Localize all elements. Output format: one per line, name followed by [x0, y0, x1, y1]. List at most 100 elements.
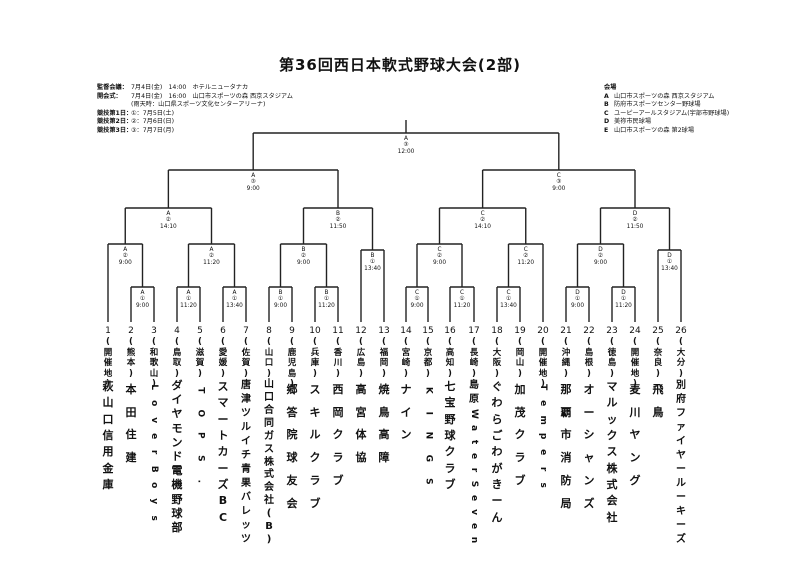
team-entry: 11(香川)西岡クラブ: [327, 325, 349, 493]
schedule-row: (雨天時：山口県スポーツ文化センターアリーナ): [97, 101, 293, 110]
team-name: 萩山口信用金庫: [102, 380, 114, 491]
match-node-time: 14:10: [474, 223, 491, 230]
team-number: 22: [583, 326, 595, 336]
team-prefecture: (鳥取): [172, 337, 182, 379]
match-node-venue: D: [632, 211, 638, 217]
match-node-time: 9:00: [273, 302, 288, 309]
match-node-time: 14:10: [160, 223, 177, 230]
match-node-time: 9:00: [118, 259, 132, 266]
team-entry: 7(佐賀)唐津ツルイチ青果バレッツ: [235, 325, 257, 547]
match-node-day: ②: [335, 217, 341, 224]
venue-name: ユーピーアールスタジアム(宇部市野球場): [614, 109, 730, 117]
match-node-venue: D: [598, 247, 603, 253]
match-node-time: 11:20: [517, 259, 535, 266]
match-node-day: ①: [185, 296, 192, 303]
team-name: ナイン: [400, 383, 412, 442]
schedule-text: ③：7月7日(月): [131, 126, 174, 134]
team-prefecture: (徳島): [607, 337, 617, 379]
match-node-day: ①: [323, 296, 330, 303]
schedule-text: (雨天時：山口県スポーツ文化センターアリーナ): [131, 101, 266, 109]
team-entry: 22(島根)オーシャンズ: [578, 325, 600, 515]
team-number: 1: [105, 326, 111, 336]
match-node-venue: B: [336, 211, 340, 217]
schedule-label: 競技第2日：: [97, 118, 133, 126]
team-entry: 21(沖縄) 那覇市消防局: [555, 325, 577, 515]
match-node-venue: D: [575, 290, 580, 296]
match-node-time: 13:40: [661, 265, 678, 272]
team-name: 山口合同ガス株式会社(B): [264, 379, 274, 546]
team-entry: 26(大分)別府ファイヤールーキーズ: [670, 325, 692, 547]
venue-code: B: [604, 101, 609, 109]
team-prefecture: (奈良): [653, 337, 663, 379]
match-node-time: 9:00: [432, 259, 447, 266]
team-prefecture: (島根): [584, 337, 594, 379]
match-node-day: ②: [632, 217, 638, 224]
match-node-venue: C: [480, 211, 485, 217]
team-number: 2: [128, 326, 134, 336]
match-node-time: 9:00: [135, 302, 150, 309]
team-prefecture: (開催地): [103, 337, 113, 389]
team-prefecture: (広島): [356, 337, 366, 379]
team-number: 3: [151, 326, 157, 336]
team-number: 20: [537, 326, 549, 336]
venue-list-title: 会場: [604, 84, 617, 91]
team-name: 唐津ツルイチ青果バレッツ: [241, 380, 251, 545]
team-prefecture: (京都): [423, 337, 433, 379]
team-number: 18: [491, 326, 503, 336]
match-node-venue: B: [301, 247, 306, 253]
match-node-day: ②: [523, 253, 529, 260]
team-prefecture: (大阪): [492, 337, 502, 379]
team-entry: 18(大阪)ぐわらごわがきーん: [486, 325, 508, 526]
match-node-day: ①: [459, 296, 465, 303]
schedule-text: 7月4日(金) 14:00 ホテルニュータナカ: [131, 84, 249, 91]
match-node-venue: A: [123, 247, 128, 253]
schedule-row: 競技第1日：①：7月5日(土): [97, 110, 293, 119]
team-number: 13: [378, 326, 390, 336]
match-node-venue: A: [232, 290, 237, 296]
team-name: 麦川ヤング: [629, 383, 641, 487]
match-node-time: 11:20: [453, 302, 471, 309]
team-prefecture: (沖縄): [561, 337, 571, 379]
team-prefecture: (兵庫): [310, 337, 320, 379]
venue-name: 山口市スポーツの森 第2球場: [614, 126, 695, 134]
team-number: 21: [560, 326, 572, 336]
schedule-row: 監督会議：7月4日(金) 14:00 ホテルニュータナカ: [97, 84, 293, 93]
team-number: 16: [444, 326, 456, 336]
match-node-time: 11:20: [615, 302, 632, 309]
team-number: 10: [309, 326, 321, 336]
match-node-venue: C: [506, 290, 511, 296]
team-number: 25: [652, 326, 664, 336]
team-name: 加茂クラブ: [514, 383, 526, 487]
team-prefecture: (愛媛): [218, 337, 228, 379]
match-node-venue: B: [324, 290, 329, 296]
match-node-venue: C: [437, 247, 442, 253]
match-node-venue: C: [459, 290, 465, 296]
team-number: 12: [355, 326, 367, 336]
team-name: 那覇市消防局: [560, 383, 572, 510]
team-number: 11: [332, 326, 344, 336]
match-node-venue: A: [404, 136, 408, 142]
team-name: 別府ファイヤールーキーズ: [676, 380, 686, 545]
match-node-day: ①: [277, 296, 284, 303]
match-node-time: 11:20: [318, 302, 335, 309]
